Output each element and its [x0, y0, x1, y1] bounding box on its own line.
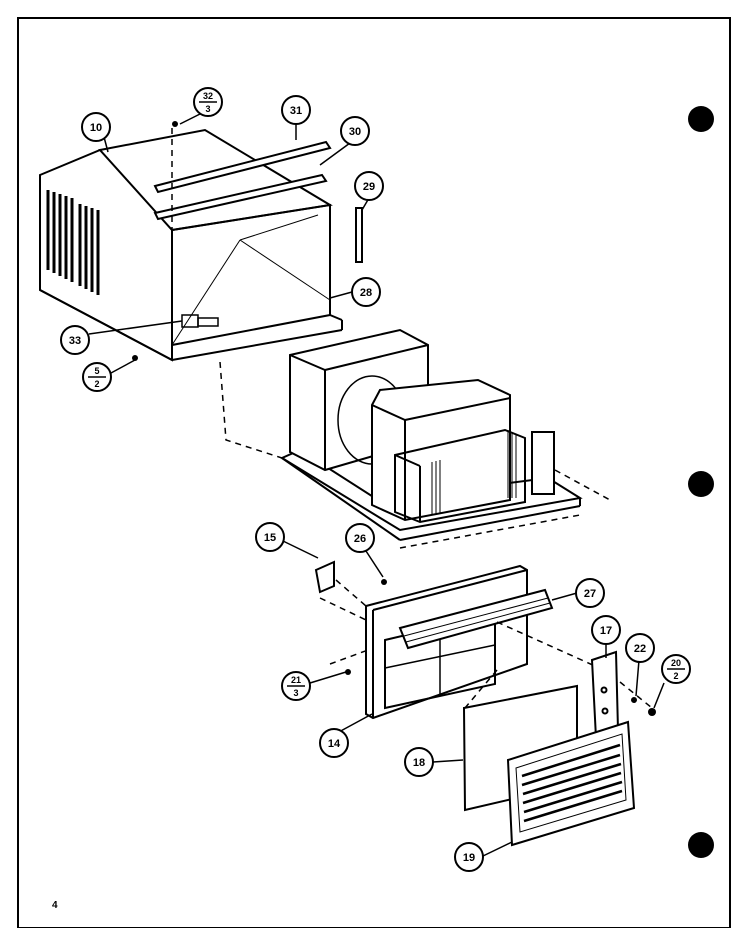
seal-strip [355, 207, 363, 263]
coil-fins [431, 430, 517, 515]
screw-32 [172, 121, 178, 127]
fraction-bottom: 3 [293, 688, 298, 698]
mounting-bracket [314, 560, 335, 594]
screw-5 [132, 355, 138, 361]
callout-26: 26 [345, 523, 375, 553]
binder-hole-top [688, 106, 714, 132]
callout-label: 26 [354, 533, 366, 545]
fraction-top: 5 [94, 366, 99, 376]
binder-hole-middle [688, 471, 714, 497]
knob-20 [648, 708, 656, 716]
callout-28: 28 [351, 277, 381, 307]
callout-label: 17 [600, 625, 612, 637]
callout-label: 15 [264, 532, 276, 544]
fraction-callout-5-2: 5 2 [82, 362, 112, 392]
screw-21 [345, 669, 351, 675]
control-panel-plate [590, 650, 620, 740]
callout-label: 19 [463, 852, 475, 864]
alignment-lines [171, 128, 653, 709]
washer-22 [631, 697, 637, 703]
callout-22: 22 [625, 633, 655, 663]
air-louver-bar [398, 588, 554, 650]
cabinet-side-louvers [46, 190, 100, 295]
callout-label: 29 [363, 181, 375, 193]
callout-label: 28 [360, 287, 372, 299]
fraction-bottom: 3 [205, 104, 210, 114]
callout-27: 27 [575, 578, 605, 608]
callout-33: 33 [60, 325, 90, 355]
fraction-bottom: 2 [673, 671, 678, 681]
front-frame [365, 564, 528, 720]
clip-26 [381, 579, 387, 585]
fraction-top: 21 [291, 675, 301, 685]
callout-label: 22 [634, 643, 646, 655]
fraction-bottom: 2 [94, 379, 99, 389]
callout-10: 10 [81, 112, 111, 142]
fraction-top: 32 [203, 91, 213, 101]
chassis-assembly [279, 328, 583, 541]
fraction-callout-21-3: 21 3 [281, 671, 311, 701]
front-grille [506, 720, 636, 847]
callout-label: 18 [413, 757, 425, 769]
callout-17: 17 [591, 615, 621, 645]
callout-label: 31 [290, 105, 302, 117]
callout-30: 30 [340, 116, 370, 146]
callout-31: 31 [281, 95, 311, 125]
callout-19: 19 [454, 842, 484, 872]
top-rails [153, 140, 332, 221]
callout-label: 27 [584, 588, 596, 600]
callout-label: 14 [328, 738, 341, 750]
fraction-callout-32-3: 32 3 [193, 87, 223, 117]
fraction-callout-20-2: 20 2 [661, 654, 691, 684]
callout-label: 10 [90, 122, 102, 134]
fraction-top: 20 [671, 658, 681, 668]
callout-18: 18 [404, 747, 434, 777]
page-number: 4 [52, 900, 58, 911]
callout-14: 14 [319, 728, 349, 758]
grille-slots [521, 743, 623, 823]
callout-29: 29 [354, 171, 384, 201]
callout-label: 30 [349, 126, 361, 138]
callout-15: 15 [255, 522, 285, 552]
callout-label: 33 [69, 335, 81, 347]
binder-hole-bottom [688, 832, 714, 858]
